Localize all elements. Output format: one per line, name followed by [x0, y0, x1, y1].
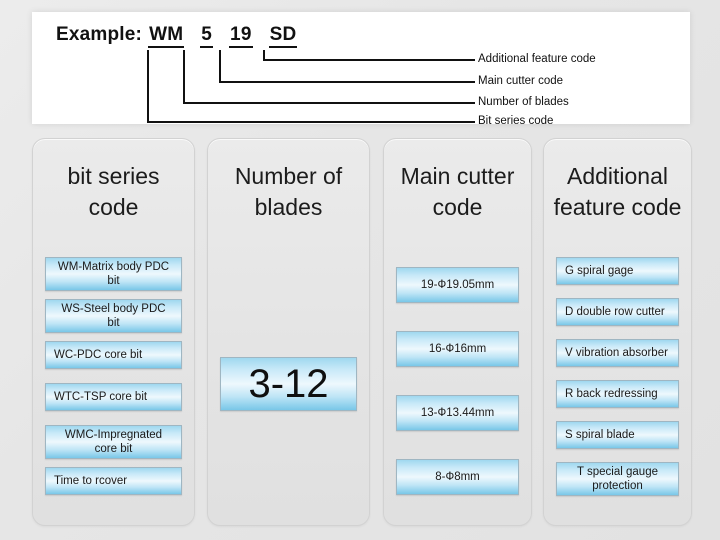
callout-label-bit-series: Bit series code — [478, 115, 554, 127]
chip-wc-pdc[interactable]: WC-PDC core bit — [45, 341, 182, 369]
chip-stack-additional-feature-code: G spiral gage D double row cutter V vibr… — [556, 257, 679, 496]
panel-additional-feature-code: Additional feature code G spiral gage D … — [543, 138, 692, 526]
chip-wmc-impregnated[interactable]: WMC-Impregnated core bit — [45, 425, 182, 459]
chip-feature-d[interactable]: D double row cutter — [556, 298, 679, 326]
chip-stack-main-cutter-code: 19-Ф19.05mm 16-Ф16mm 13-Ф13.44mm 8-Ф8mm — [396, 267, 519, 495]
panel-bit-series-code: bit series code WM-Matrix body PDC bit W… — [32, 138, 195, 526]
example-code-line: Example:WM 5 19 SD — [56, 24, 298, 48]
chip-stack-bit-series-code: WM-Matrix body PDC bit WS-Steel body PDC… — [45, 257, 182, 495]
callout-label-main-cutter: Main cutter code — [478, 75, 564, 87]
callout-label-number-of-blades: Number of blades — [478, 96, 569, 108]
code-segment-bit-series: WM — [148, 24, 185, 48]
chip-cutter-16[interactable]: 16-Ф16mm — [396, 331, 519, 367]
chip-cutter-8[interactable]: 8-Ф8mm — [396, 459, 519, 495]
connector-additional-feature — [263, 50, 475, 61]
chip-wm-matrix[interactable]: WM-Matrix body PDC bit — [45, 257, 182, 291]
chip-cutter-19[interactable]: 19-Ф19.05mm — [396, 267, 519, 303]
code-segment-additional-feature: SD — [268, 24, 298, 48]
connector-main-cutter — [219, 50, 475, 83]
chip-ws-steel[interactable]: WS-Steel body PDC bit — [45, 299, 182, 333]
chip-stack-number-of-blades: 3-12 — [220, 357, 357, 411]
connector-bit-series — [147, 50, 475, 123]
chip-wtc-tsp[interactable]: WTC-TSP core bit — [45, 383, 182, 411]
panel-number-of-blades: Number of blades 3-12 — [207, 138, 370, 526]
code-segment-main-cutter: 19 — [229, 24, 253, 48]
connector-number-of-blades — [183, 50, 475, 104]
chip-feature-r[interactable]: R back redressing — [556, 380, 679, 408]
code-columns: bit series code WM-Matrix body PDC bit W… — [0, 138, 720, 528]
callout-label-additional-feature: Additional feature code — [478, 53, 596, 65]
chip-feature-g[interactable]: G spiral gage — [556, 257, 679, 285]
chip-time-to-rcover[interactable]: Time to rcover — [45, 467, 182, 495]
panel-title-main-cutter-code: Main cutter code — [400, 163, 515, 220]
chip-feature-t[interactable]: T special gauge protection — [556, 462, 679, 496]
panel-title-additional-feature-code: Additional feature code — [553, 163, 682, 220]
chip-feature-v[interactable]: V vibration absorber — [556, 339, 679, 367]
example-label: Example: — [56, 24, 143, 45]
panel-title-bit-series-code: bit series code — [67, 163, 160, 220]
callout-connector-lines — [147, 50, 475, 123]
code-segment-blades: 5 — [200, 24, 214, 48]
panel-title-number-of-blades: Number of blades — [234, 163, 343, 220]
panel-main-cutter-code: Main cutter code 19-Ф19.05mm 16-Ф16mm 13… — [383, 138, 532, 526]
chip-blade-range[interactable]: 3-12 — [220, 357, 357, 411]
chip-feature-s[interactable]: S spiral blade — [556, 421, 679, 449]
chip-cutter-13[interactable]: 13-Ф13.44mm — [396, 395, 519, 431]
